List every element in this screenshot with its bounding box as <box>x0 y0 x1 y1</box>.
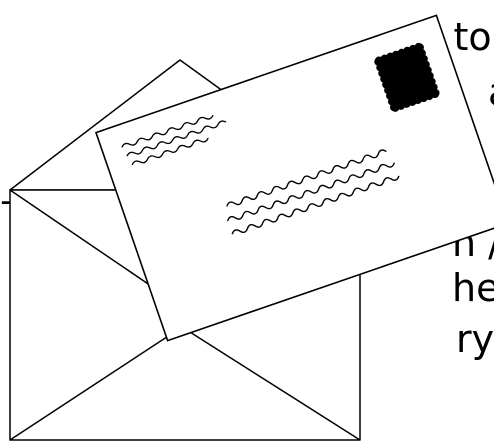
letter-card-icon <box>94 14 494 342</box>
text-fragment-5: he <box>452 266 494 310</box>
return-address-scribble <box>121 114 227 166</box>
recipient-address-scribble <box>226 149 400 235</box>
text-fragment-2: a <box>488 73 494 111</box>
postage-stamp-icon <box>374 42 440 112</box>
text-fragment-6: ry / <box>456 317 494 361</box>
